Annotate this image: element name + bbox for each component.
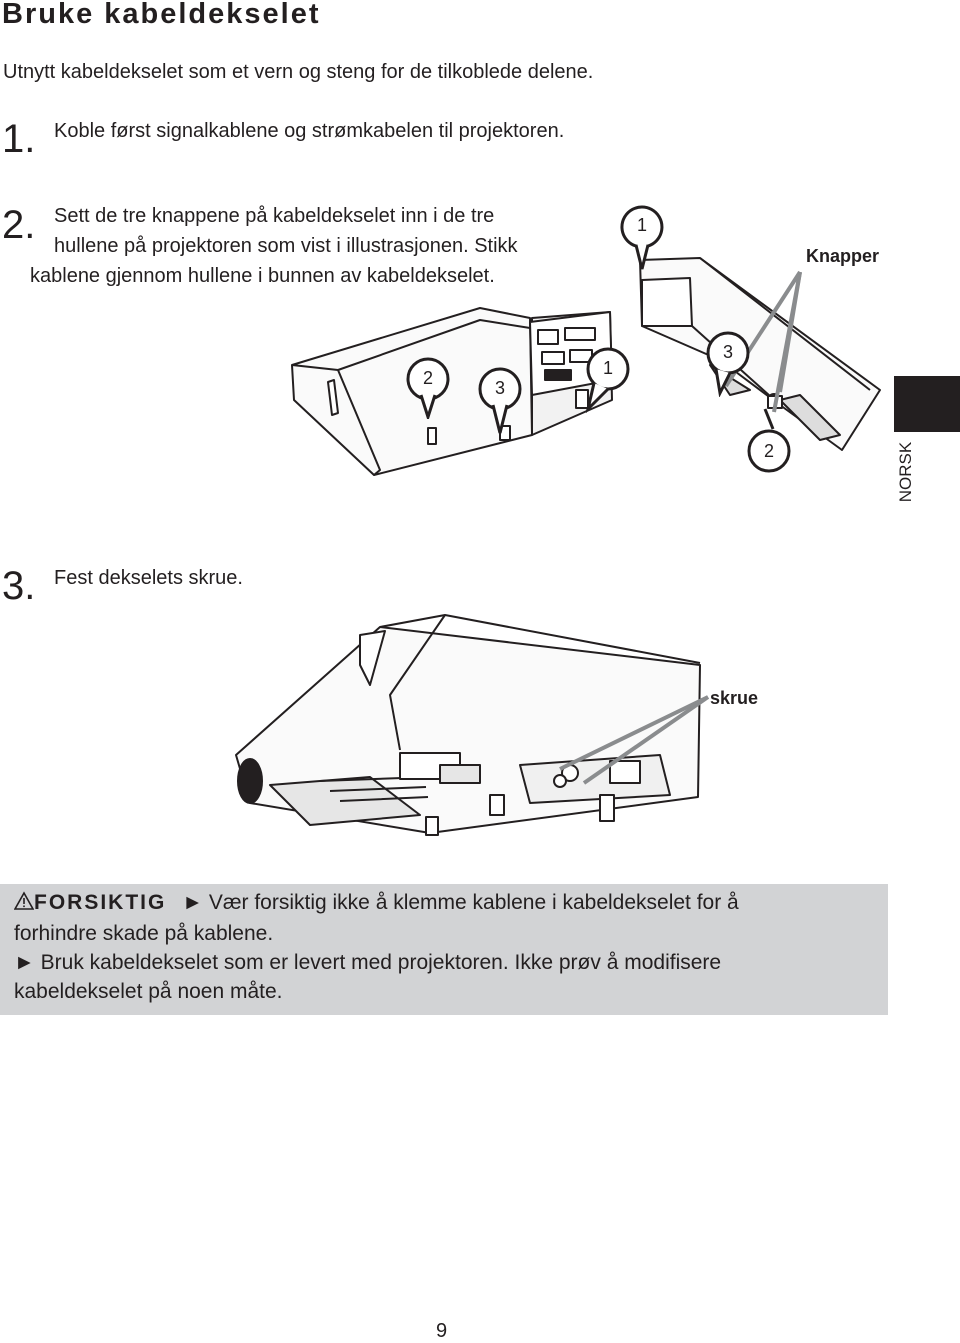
- caution-box: [0, 884, 888, 1015]
- label-knapper: Knapper: [806, 246, 880, 266]
- label-skrue: skrue: [710, 688, 759, 708]
- callout-2-right-label: 2: [763, 441, 774, 461]
- callout-1-middle: [586, 347, 630, 413]
- cover-screw-illustration: [235, 614, 710, 836]
- callout-2-right: [747, 408, 791, 473]
- callout-2-left: [406, 357, 450, 419]
- play-arrow-icon: ►: [182, 891, 203, 914]
- caution-heading: FORSIKTIG: [34, 891, 167, 914]
- callout-3-left-label: 3: [494, 378, 505, 398]
- callout-3-left: [478, 367, 522, 434]
- step-2-number: 2.: [2, 203, 36, 247]
- caution-bullet-1-first: Vær forsiktig ikke å klemme kablene i ka…: [208, 891, 739, 914]
- step-1-number: 1.: [2, 117, 36, 161]
- language-tab-label: NORSK: [896, 441, 915, 503]
- callout-2-left-label: 2: [422, 368, 433, 388]
- step-3-number: 3.: [2, 564, 36, 608]
- callout-3-right: [706, 331, 750, 397]
- intro-text: Utnytt kabeldekselet som et vern og sten…: [3, 61, 594, 83]
- play-arrow-icon: ►: [14, 951, 35, 974]
- caution-bullet-2-second: kabeldekselet på noen måte.: [14, 980, 283, 1003]
- callout-1-middle-label: 1: [602, 358, 613, 378]
- step-1-text: Koble først signalkablene og strømkabele…: [54, 120, 565, 142]
- step-2-line1: Sett de tre knappene på kabeldekselet in…: [54, 205, 495, 227]
- page-title: Bruke kabeldekselet: [2, 0, 321, 30]
- caution-bullet-2-first: Bruk kabeldekselet som er levert med pro…: [40, 951, 722, 974]
- caution-bullet-1-second: forhindre skade på kablene.: [14, 922, 274, 945]
- caution-text: FORSIKTIG ► Vær forsiktig ikke å klemme …: [13, 888, 884, 1006]
- callout-1-top-label: 1: [636, 215, 647, 235]
- step-3-text: Fest dekselets skrue.: [54, 567, 243, 589]
- callout-3-right-label: 3: [722, 342, 733, 362]
- warning-triangle-icon: [13, 890, 35, 919]
- callout-1-top: [620, 205, 664, 270]
- language-tab-marker: [894, 376, 960, 432]
- page-number: 9: [436, 1320, 448, 1342]
- step-2-line3: kablene gjennom hullene i bunnen av kabe…: [30, 265, 495, 287]
- step-2-line2: hullene på projektoren som vist i illust…: [54, 235, 518, 257]
